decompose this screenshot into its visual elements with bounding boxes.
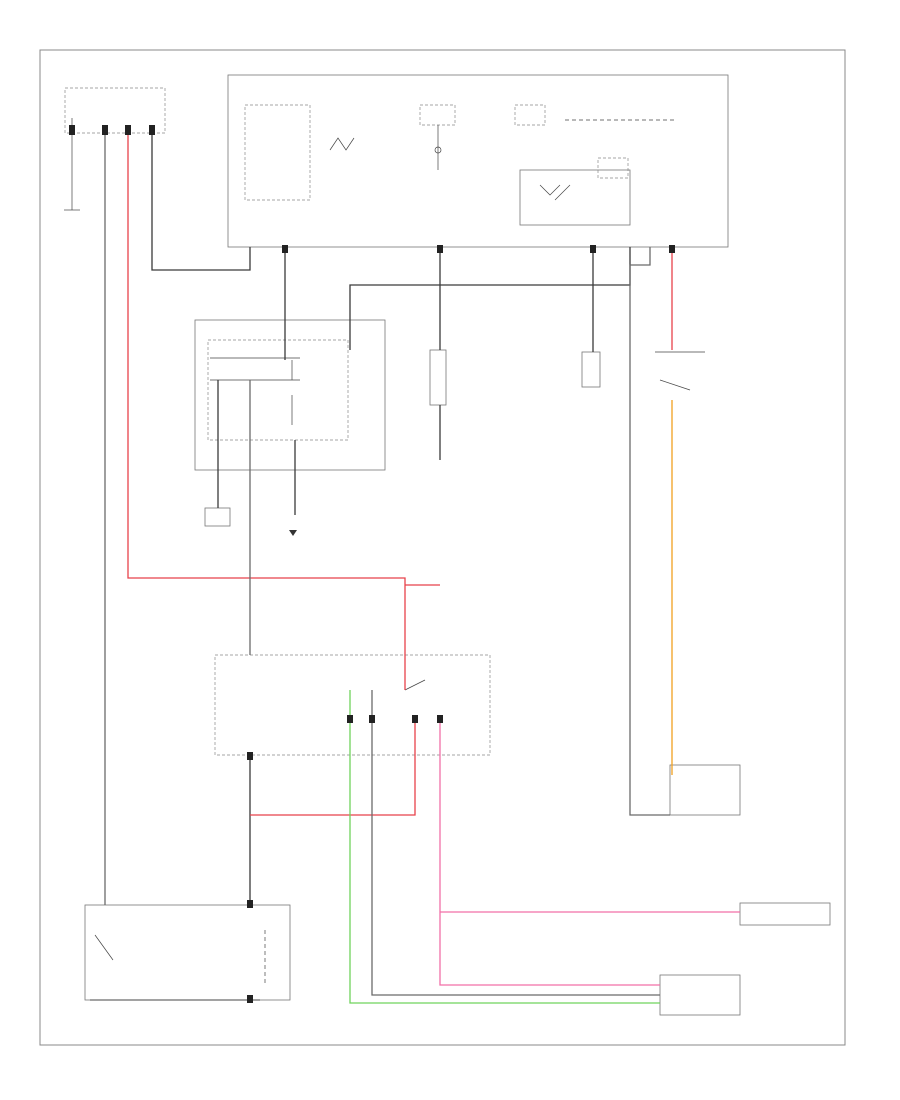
wire-black-3: [349, 247, 631, 350]
right-connector-1: [669, 764, 741, 816]
center-relay-module: [214, 654, 491, 756]
wire-black-1: [151, 135, 251, 271]
wire-green-1: [349, 690, 660, 1004]
wire-red-4: [250, 720, 416, 816]
switch-top-right: [655, 351, 705, 391]
right-connector-3: [659, 974, 741, 1016]
ground-point-2: [289, 530, 297, 536]
ground-point-1: [204, 507, 231, 527]
relay-box: [194, 319, 386, 471]
diagram-frame: [39, 49, 846, 1046]
wire-red-1: [127, 135, 406, 690]
connector-pins: [69, 125, 675, 1003]
wire-pink-1: [439, 720, 660, 986]
inline-resistor: [429, 349, 447, 406]
wire-gray-2: [629, 247, 670, 816]
bottom-left-switch-box: [84, 904, 291, 1001]
top-left-component: [64, 87, 166, 134]
right-connector-2: [739, 902, 831, 926]
wires: [90, 135, 740, 1004]
wire-gray-4: [371, 690, 660, 996]
sensor-icon: [581, 351, 601, 388]
main-control-module: [227, 74, 729, 248]
